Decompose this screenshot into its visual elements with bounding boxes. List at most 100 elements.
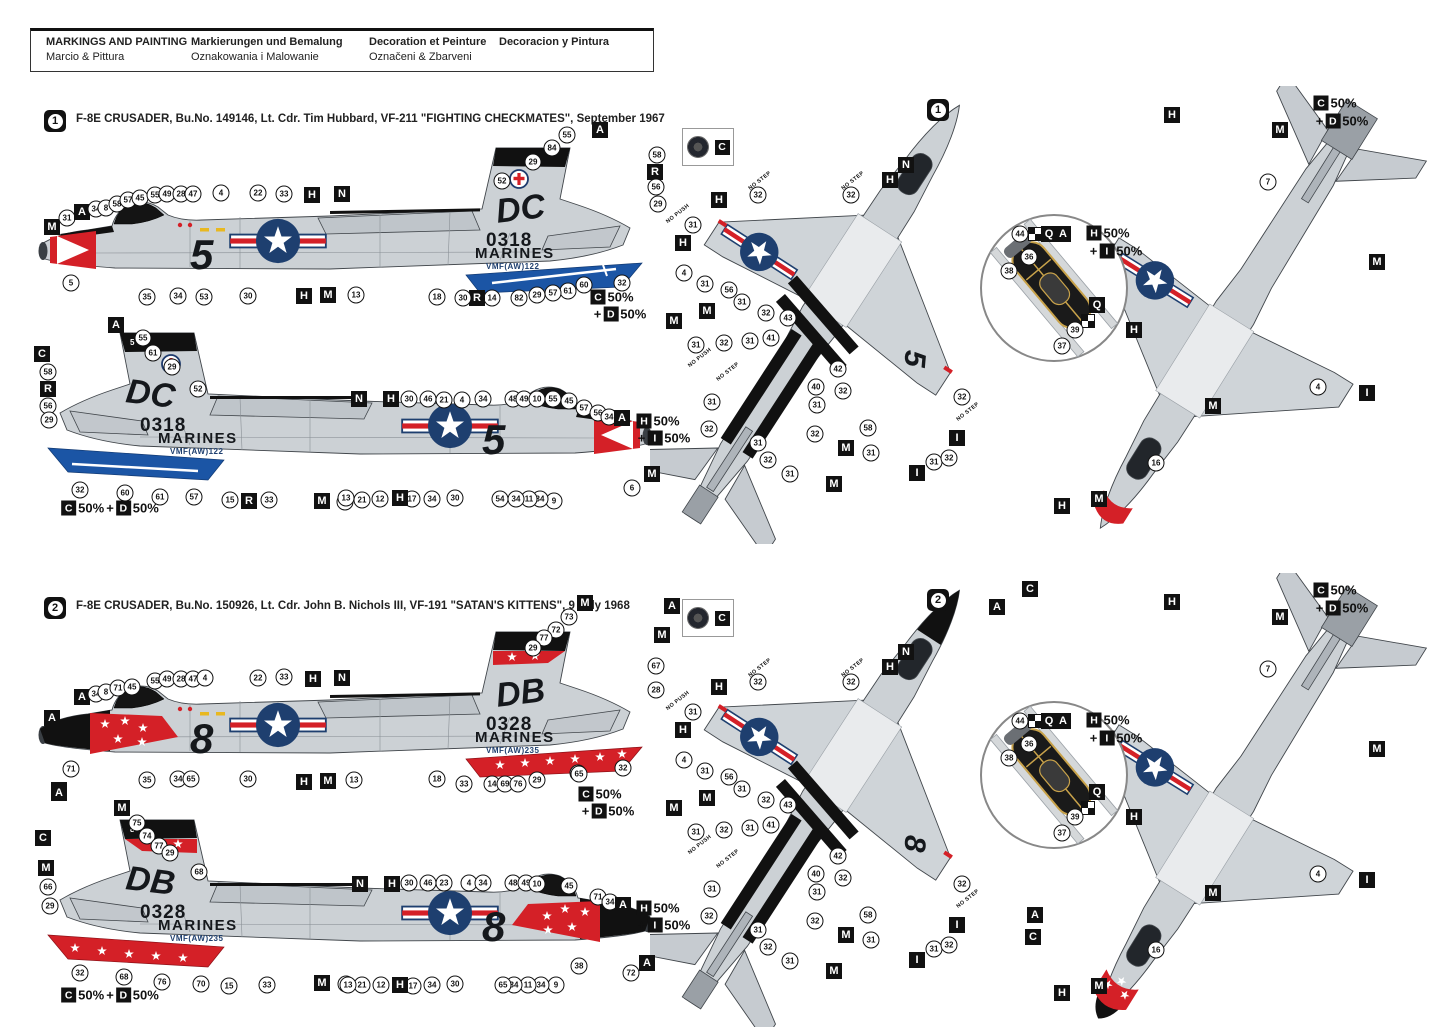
callout-33: 33 xyxy=(275,185,293,203)
scheme2-marker-number: 2 xyxy=(47,600,63,616)
callout-7: 7 xyxy=(1259,173,1277,191)
callout-40: 40 xyxy=(807,378,825,396)
paint-code-badge-M: M xyxy=(666,800,682,816)
paint-code-badge-M: M xyxy=(826,963,842,979)
squadron-titles: VMF(AW)122 xyxy=(170,447,224,456)
callout-31: 31 xyxy=(749,921,767,939)
paint-code-badge-I: I xyxy=(1359,385,1375,401)
swatch-circle-icon xyxy=(686,607,709,629)
paint-code-badge-C: C xyxy=(34,346,50,362)
callout-34: 34 xyxy=(474,390,492,408)
callout-47: 47 xyxy=(184,185,202,203)
callout-13: 13 xyxy=(345,771,363,789)
callout-32: 32 xyxy=(614,759,632,777)
callout-61: 61 xyxy=(151,488,169,506)
side-number: 8 xyxy=(190,715,214,762)
scheme1-marker-badge: 1 xyxy=(44,110,66,132)
callout-31: 31 xyxy=(703,393,721,411)
callout-52: 52 xyxy=(189,380,207,398)
callout-29: 29 xyxy=(40,411,58,429)
callout-35: 35 xyxy=(138,288,156,306)
modex-number: 0328 xyxy=(140,902,186,923)
paint-code-badge-M: M xyxy=(654,627,670,643)
paint-code-badge-H: H xyxy=(1164,107,1180,123)
callout-38: 38 xyxy=(1000,749,1018,767)
paint-code-badge-H: H xyxy=(305,671,321,687)
callout-32: 32 xyxy=(953,875,971,893)
fin-number: 8 xyxy=(581,637,586,646)
callout-44: 44 xyxy=(1011,225,1029,243)
paint-code-badge-M: M xyxy=(666,313,682,329)
checker-decal-icon xyxy=(1028,714,1042,728)
header-col-es: Decoracion y Pintura xyxy=(499,35,609,50)
callout-56: 56 xyxy=(720,281,738,299)
tail-code: DC xyxy=(124,372,178,416)
paint-code-badge-M: M xyxy=(644,466,660,482)
callout-29: 29 xyxy=(524,639,542,657)
callout-15: 15 xyxy=(221,491,239,509)
callout-33: 33 xyxy=(258,976,276,994)
callout-31: 31 xyxy=(687,823,705,841)
paint-code-badge-N: N xyxy=(334,670,350,686)
callout-57: 57 xyxy=(185,488,203,506)
callout-14: 14 xyxy=(483,775,501,793)
callout-58: 58 xyxy=(648,146,666,164)
callout-32: 32 xyxy=(757,791,775,809)
callout-31: 31 xyxy=(808,396,826,414)
service-titles: MARINES xyxy=(475,245,555,262)
callout-55: 55 xyxy=(134,329,152,347)
paint-code-badge-M: M xyxy=(838,927,854,943)
callout-29: 29 xyxy=(524,153,542,171)
paint-code-badge-H: H xyxy=(1126,809,1142,825)
paint-code-badge-H: H xyxy=(711,192,727,208)
callout-12: 12 xyxy=(371,490,389,508)
callout-29: 29 xyxy=(163,358,181,376)
callout-75: 75 xyxy=(128,814,146,832)
callout-39: 39 xyxy=(1066,321,1084,339)
callout-43: 43 xyxy=(779,309,797,327)
callout-7: 7 xyxy=(1259,660,1277,678)
callout-30: 30 xyxy=(446,975,464,993)
callout-57: 57 xyxy=(544,284,562,302)
paint-code-badge-M: M xyxy=(320,287,336,303)
paint-code-badge-N: N xyxy=(898,157,914,173)
callout-68: 68 xyxy=(190,863,208,881)
callout-14: 14 xyxy=(483,289,501,307)
callout-31: 31 xyxy=(696,762,714,780)
callout-28: 28 xyxy=(647,681,665,699)
color-swatch-C: C xyxy=(682,128,734,166)
paint-code-badge-H: H xyxy=(675,235,691,251)
callout-82: 82 xyxy=(510,289,528,307)
paint-code-badge-C: C xyxy=(1022,581,1038,597)
callout-31: 31 xyxy=(703,880,721,898)
stencil-label: NO STEP xyxy=(715,361,741,383)
callout-21: 21 xyxy=(353,491,371,509)
callout-34: 34 xyxy=(532,976,550,994)
callout-31: 31 xyxy=(925,453,943,471)
paint-code-badge-M: M xyxy=(577,595,593,611)
callout-37: 37 xyxy=(1053,824,1071,842)
callout-55: 55 xyxy=(558,126,576,144)
callout-33: 33 xyxy=(455,775,473,793)
paint-code-badge-A: A xyxy=(592,122,608,138)
swatch-circle-icon xyxy=(686,136,709,158)
paint-code-badge-M: M xyxy=(38,860,54,876)
paint-code-badge-M: M xyxy=(314,493,330,509)
callout-58: 58 xyxy=(39,363,57,381)
callout-32: 32 xyxy=(940,936,958,954)
callout-33: 33 xyxy=(275,668,293,686)
paint-code-badge-C: C xyxy=(35,830,51,846)
callout-39: 39 xyxy=(1066,808,1084,826)
paint-code-badge-H: H xyxy=(1164,594,1180,610)
checker-decal-icon xyxy=(1081,314,1095,328)
callout-31: 31 xyxy=(684,703,702,721)
scheme2-marker-badge: 2 xyxy=(44,597,66,619)
